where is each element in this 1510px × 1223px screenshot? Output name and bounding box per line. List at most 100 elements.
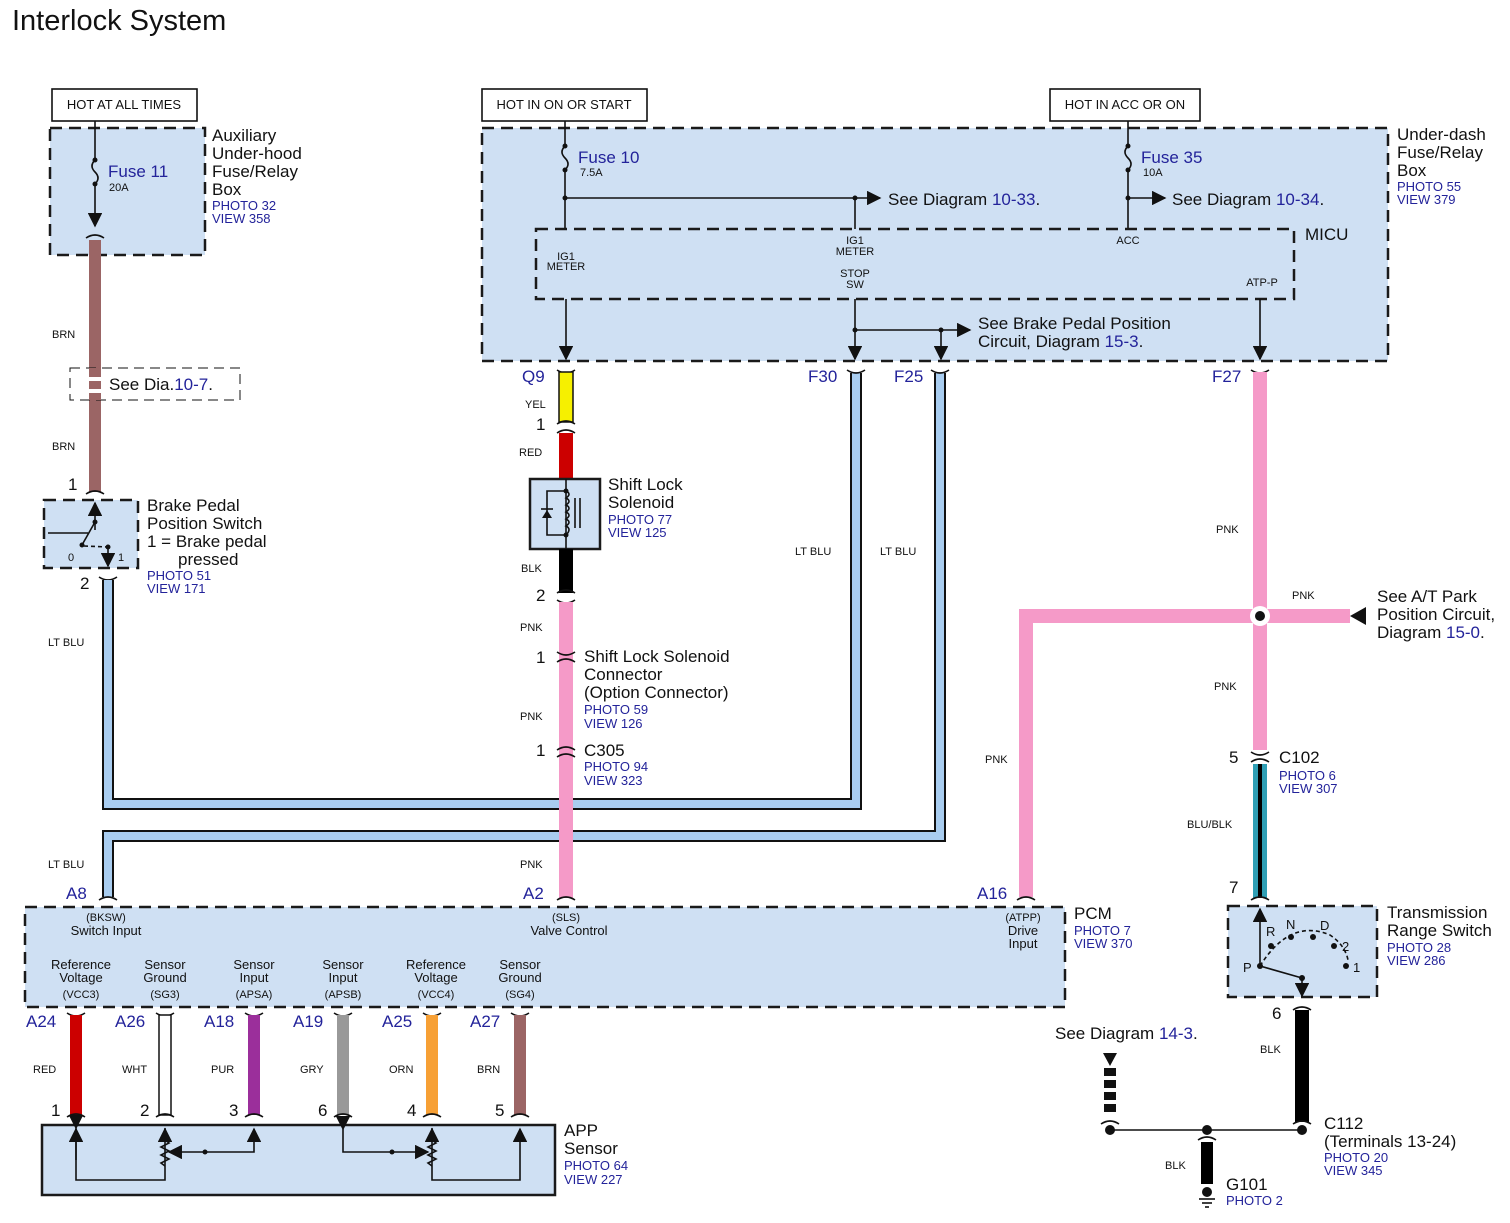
view-link[interactable]: VIEW 125 [608, 525, 667, 540]
wire-brn: BRN BRN [52, 234, 105, 492]
pin-a25: A25 [382, 1012, 412, 1031]
pin-a26: A26 [115, 1012, 145, 1031]
see-at-park-position-ref[interactable]: See A/T Park Position Circuit, Diagram 1… [1377, 587, 1495, 642]
photo-link[interactable]: PHOTO 64 [564, 1158, 628, 1173]
wire-blu-blk: BLU/BLK 7 [1187, 764, 1270, 901]
see-diagram-10-33-ref[interactable]: See Diagram 10-33. [888, 190, 1040, 209]
see-dia-10-7-ref[interactable]: See Dia.10-7. [69, 367, 241, 401]
view-link[interactable]: VIEW 286 [1387, 953, 1446, 968]
svg-text:PNK: PNK [520, 859, 543, 871]
svg-text:Box: Box [1397, 161, 1427, 180]
svg-text:Brake Pedal: Brake Pedal [147, 496, 240, 515]
svg-text:STOP: STOP [840, 268, 870, 280]
potentiometer-icon [159, 1139, 171, 1167]
svg-text:Under-hood: Under-hood [212, 144, 302, 163]
svg-text:Auxiliary: Auxiliary [212, 126, 277, 145]
svg-text:Fuse/Relay: Fuse/Relay [212, 162, 298, 181]
svg-text:C305: C305 [584, 741, 625, 760]
svg-text:PNK: PNK [520, 711, 543, 723]
view-link[interactable]: VIEW 227 [564, 1172, 623, 1187]
app-sensor: APP Sensor PHOTO 64 VIEW 227 [40, 1115, 628, 1197]
view-link[interactable]: VIEW 358 [212, 211, 271, 226]
svg-text:C102: C102 [1279, 748, 1320, 767]
arrow-down-icon [1103, 1053, 1117, 1066]
svg-text:Circuit, Diagram 15-3.[interactable]: Circuit, Diagram 15-3. [978, 332, 1143, 351]
photo-link[interactable]: PHOTO 20 [1324, 1150, 1388, 1165]
svg-text:P: P [1243, 960, 1252, 975]
pin-function-label: Input [240, 970, 269, 985]
svg-text:D: D [1320, 918, 1329, 933]
terminal-f25: F25 [894, 367, 923, 386]
wire-blk-trs: 6 BLK [1260, 1004, 1312, 1125]
view-link[interactable]: VIEW 323 [584, 773, 643, 788]
fuse-10-label[interactable]: Fuse 10 [578, 148, 639, 167]
photo-link[interactable]: PHOTO 55 [1397, 179, 1461, 194]
fuse-35-label[interactable]: Fuse 35 [1141, 148, 1202, 167]
svg-text:C112: C112 [1324, 1114, 1363, 1133]
see-diagram-10-34-ref[interactable]: See Diagram 10-34. [1172, 190, 1324, 209]
view-link[interactable]: VIEW 307 [1279, 781, 1338, 796]
svg-text:SW: SW [846, 279, 864, 291]
pin-code-label: (APSA) [236, 989, 273, 1001]
wire-color-label: WHT [122, 1064, 147, 1076]
svg-text:1: 1 [68, 475, 77, 494]
photo-link[interactable]: PHOTO 59 [584, 702, 648, 717]
svg-text:BRN: BRN [52, 329, 75, 341]
pin-function-label: Reference [51, 957, 111, 972]
svg-text:PNK: PNK [520, 622, 543, 634]
page-title: Interlock System [12, 5, 226, 37]
hot-at-all-times-label: HOT AT ALL TIMES [51, 88, 198, 122]
svg-text:Switch Input: Switch Input [71, 923, 142, 938]
see-diagram-14-3-ref[interactable]: See Diagram 14-3. [1055, 1024, 1198, 1125]
svg-text:Solenoid: Solenoid [608, 493, 674, 512]
photo-link[interactable]: PHOTO 77 [608, 512, 672, 527]
connector-c112: C112 (Terminals 13-24) PHOTO 20 VIEW 345 [1324, 1114, 1456, 1178]
fuse-11-label[interactable]: Fuse 11 [108, 162, 168, 181]
photo-link[interactable]: PHOTO 7 [1074, 923, 1131, 938]
sensor-pin-number: 3 [229, 1101, 238, 1120]
view-link[interactable]: VIEW 171 [147, 581, 206, 596]
pin-a2: A2 [523, 884, 544, 903]
svg-text:20A: 20A [109, 182, 129, 194]
photo-link[interactable]: PHOTO 2 [1226, 1193, 1283, 1208]
photo-link[interactable]: PHOTO 94 [584, 759, 648, 774]
photo-link[interactable]: PHOTO 51 [147, 568, 211, 583]
svg-text:HOT AT ALL TIMES: HOT AT ALL TIMES [67, 97, 181, 112]
svg-text:BLK: BLK [521, 563, 542, 575]
pin-function-label: Sensor [322, 957, 364, 972]
svg-text:R: R [1266, 924, 1275, 939]
svg-text:RED: RED [519, 447, 542, 459]
svg-text:2: 2 [80, 574, 89, 593]
svg-text:6: 6 [1272, 1004, 1281, 1023]
svg-text:(Option Connector): (Option Connector) [584, 683, 729, 702]
view-link[interactable]: VIEW 370 [1074, 936, 1133, 951]
photo-link[interactable]: PHOTO 6 [1279, 768, 1336, 783]
pin-a8: A8 [66, 884, 87, 903]
svg-text:IG1: IG1 [846, 235, 864, 247]
connector-c102: 5 C102 PHOTO 6 VIEW 307 [1229, 748, 1338, 796]
wire-color-label: RED [33, 1064, 56, 1076]
pcm: PCM PHOTO 7 VIEW 370 A8 A2 A16 (BKSW) Sw… [23, 884, 1133, 1009]
svg-text:HOT IN ACC OR ON: HOT IN ACC OR ON [1065, 97, 1185, 112]
pin-a27: A27 [470, 1012, 500, 1031]
app-sensor-wires: A24RED1A26WHT2A18PUR3A19GRY6A25ORN4A27BR… [26, 1012, 530, 1120]
svg-text:(BKSW): (BKSW) [86, 912, 126, 924]
svg-text:LT BLU: LT BLU [795, 546, 831, 558]
svg-text:See Dia.10-7.: See Dia.10-7. [109, 375, 213, 394]
see-brake-pedal-circuit-ref[interactable]: See Brake Pedal Position [978, 314, 1171, 333]
view-link[interactable]: VIEW 126 [584, 716, 643, 731]
pin-function-label: Voltage [414, 970, 457, 985]
svg-text:Input: Input [1009, 936, 1038, 951]
photo-link[interactable]: PHOTO 28 [1387, 940, 1451, 955]
svg-text:2: 2 [1342, 939, 1349, 954]
option-connector: 1 Shift Lock Solenoid Connector (Option … [536, 647, 730, 731]
sensor-pin-number: 1 [51, 1101, 60, 1120]
svg-text:IG1: IG1 [557, 251, 575, 263]
pin-a16: A16 [977, 884, 1007, 903]
wire-color-label: GRY [300, 1064, 324, 1076]
pin-function-label: Ground [498, 970, 541, 985]
view-link[interactable]: VIEW 345 [1324, 1163, 1383, 1178]
view-link[interactable]: VIEW 379 [1397, 192, 1456, 207]
photo-link[interactable]: PHOTO 32 [212, 198, 276, 213]
svg-text:PCM: PCM [1074, 904, 1112, 923]
